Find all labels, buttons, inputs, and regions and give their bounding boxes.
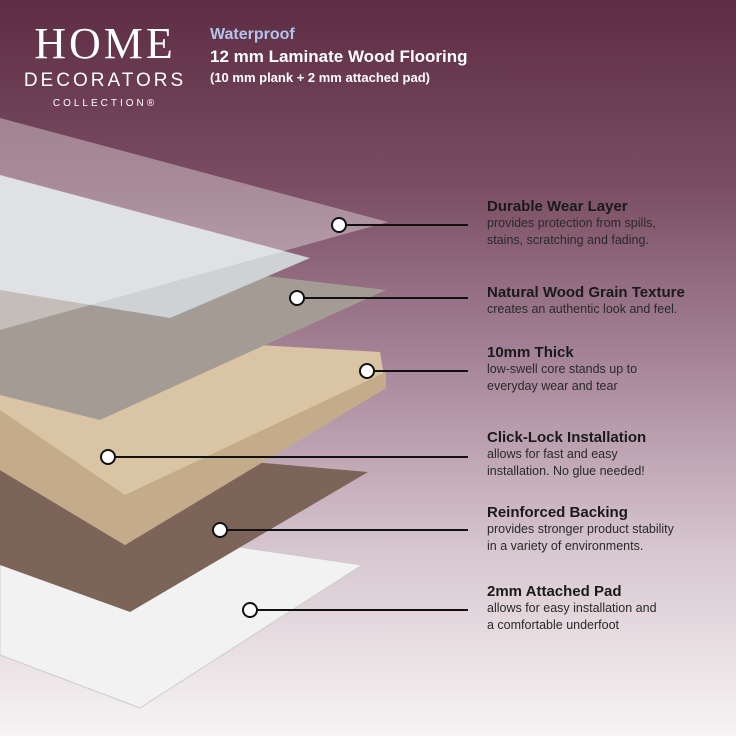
label-desc: low-swell core stands up to everyday wea… xyxy=(487,362,638,393)
waterproof-tag: Waterproof xyxy=(210,26,295,43)
label-title: Click-Lock Installation xyxy=(487,429,647,446)
core-edge xyxy=(0,372,386,545)
callout-dot xyxy=(331,217,347,233)
label-desc: provides protection from spills, stains,… xyxy=(487,216,656,247)
label-title: Natural Wood Grain Texture xyxy=(487,284,685,301)
label-title: Reinforced Backing xyxy=(487,504,628,521)
callout-dot xyxy=(242,602,258,618)
callout-dot xyxy=(289,290,305,306)
label-title: 10mm Thick xyxy=(487,344,574,361)
logo-decorators: DECORATORS xyxy=(23,70,187,91)
label-title: 2mm Attached Pad xyxy=(487,583,622,600)
wear-layer xyxy=(0,118,388,330)
label-desc: allows for easy installation and a comfo… xyxy=(487,601,657,632)
label-desc: provides stronger product stability in a… xyxy=(487,522,674,553)
header: Waterproof 12 mm Laminate Wood Flooring … xyxy=(210,26,468,85)
label-desc: allows for fast and easy installation. N… xyxy=(487,447,645,478)
callout-dot xyxy=(359,363,375,379)
label-desc: creates an authentic look and feel. xyxy=(487,302,678,316)
logo-home: HOME xyxy=(34,19,176,68)
product-title: 12 mm Laminate Wood Flooring xyxy=(210,47,468,66)
brand-logo: HOME DECORATORS COLLECTION® xyxy=(20,19,190,110)
logo-collection: COLLECTION® xyxy=(52,98,158,109)
grain-light xyxy=(0,175,310,318)
product-subtitle: (10 mm plank + 2 mm attached pad) xyxy=(210,70,430,85)
label-title: Durable Wear Layer xyxy=(487,198,628,215)
callout-dot xyxy=(100,449,116,465)
callout-dot xyxy=(212,522,228,538)
